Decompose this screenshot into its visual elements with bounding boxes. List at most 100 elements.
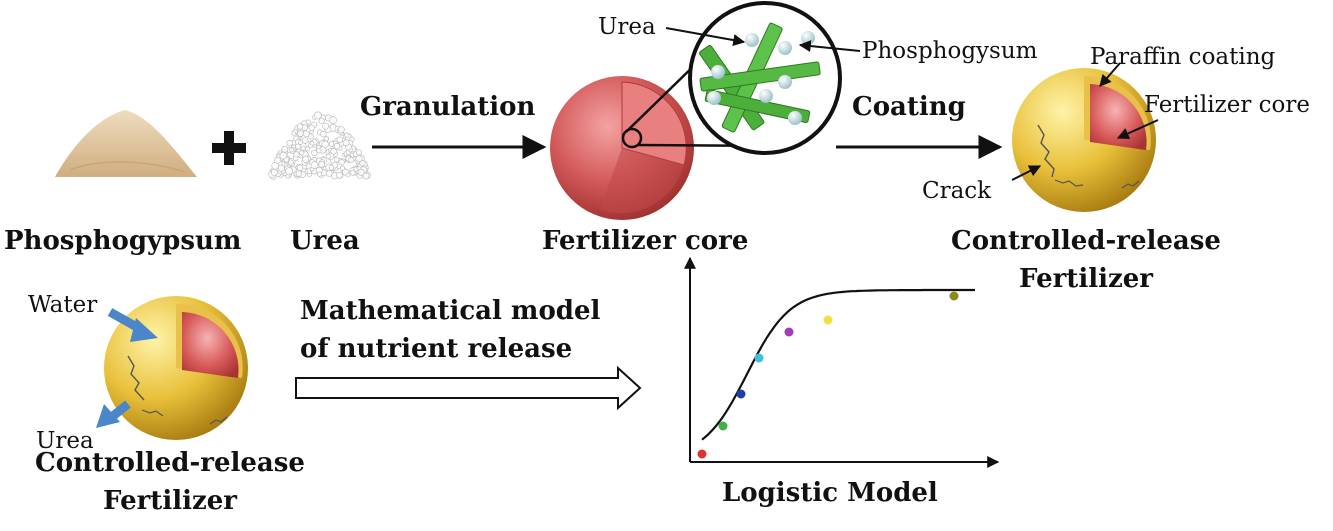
urea-granule	[330, 148, 337, 155]
urea-granule	[289, 147, 294, 153]
urea-granule	[286, 140, 293, 147]
urea-granule	[274, 156, 282, 164]
urea-granule	[305, 119, 311, 125]
zoom-circle	[688, 1, 842, 155]
zoom-urea-label: Urea	[598, 14, 656, 40]
urea-granule	[333, 143, 341, 150]
urea-granule	[277, 164, 285, 172]
urea-granule	[328, 141, 335, 147]
chart-point-4	[754, 353, 764, 363]
urea-granule	[292, 155, 299, 162]
urea-granule	[295, 143, 301, 150]
urea-granule	[355, 149, 363, 156]
urea-granule	[362, 172, 370, 180]
model-label-line2: of nutrient release	[300, 334, 573, 364]
urea-granule	[338, 159, 345, 166]
urea-granule	[336, 171, 343, 179]
phosphogypsum-callout-arrow	[798, 40, 861, 53]
urea-granule	[322, 122, 329, 130]
urea-granule	[301, 137, 309, 144]
chart-point-1	[697, 449, 707, 459]
urea-outflow-arrow-icon	[96, 400, 131, 428]
urea-molecules-icon	[707, 31, 815, 125]
crack-label: Crack	[922, 178, 992, 204]
coating-label: Coating	[852, 92, 966, 122]
logistic-model-label: Logistic Model	[722, 478, 938, 508]
phosphogypsum-pile-icon	[55, 110, 197, 177]
urea-granule	[329, 116, 338, 124]
urea-out-label: Urea	[36, 428, 94, 454]
urea-granule	[297, 130, 304, 137]
urea-granule	[279, 151, 288, 160]
urea-granule	[287, 159, 294, 166]
urea-granule	[345, 172, 351, 178]
zoom-phosphogypsum-label: Phosphogysum	[862, 38, 1038, 64]
urea-granule	[317, 171, 322, 177]
urea-granules-icon	[268, 111, 371, 180]
chart-point-7	[949, 291, 959, 301]
urea-granule	[328, 164, 335, 171]
urea-granule	[318, 117, 325, 124]
urea-granule	[285, 167, 293, 176]
urea-granule	[339, 165, 345, 171]
urea-granule	[357, 168, 365, 176]
phosphogypsum-label: Phosphogypsum	[4, 226, 242, 256]
urea-granule	[281, 145, 289, 153]
chart-point-6	[823, 315, 833, 325]
urea-granule	[307, 133, 314, 140]
fertilizer-core-label: Fertilizer core	[542, 226, 749, 256]
urea-granule	[311, 149, 318, 156]
paraffin-callout-arrow	[1099, 62, 1121, 87]
urea-granule	[318, 161, 326, 168]
urea-granule	[359, 160, 366, 167]
urea-granule	[291, 131, 297, 136]
urea-granule	[296, 164, 304, 172]
urea-granule	[296, 123, 304, 130]
fertilizer-core-sphere-icon	[550, 76, 694, 220]
urea-granule	[316, 148, 322, 154]
urea-granule	[308, 124, 315, 131]
water-inflow-arrow-icon	[107, 308, 158, 342]
logistic-chart	[684, 256, 1000, 468]
chart-point-2	[718, 421, 728, 431]
urea-granule	[309, 141, 315, 146]
model-label-line1: Mathematical model	[300, 296, 601, 326]
urea-granule	[297, 139, 303, 145]
urea-granule	[348, 156, 354, 163]
urea-granule	[299, 150, 305, 156]
core-callout-arrow	[1116, 119, 1159, 140]
urea-granule	[344, 132, 350, 138]
urea-granule	[295, 170, 302, 177]
water-label: Water	[28, 292, 98, 318]
logistic-curve	[701, 288, 975, 441]
urea-granule	[310, 161, 319, 169]
urea-granule	[321, 140, 329, 149]
crack-callout-arrow	[1011, 165, 1042, 181]
crf-top-line2: Fertilizer	[1019, 264, 1153, 294]
urea-granule	[326, 153, 332, 159]
crf-bottom-line2: Fertilizer	[103, 486, 237, 516]
fertilizer-core-callout-label: Fertilizer core	[1144, 92, 1310, 118]
urea-granule	[300, 145, 306, 151]
urea-granule	[336, 136, 343, 143]
urea-granule	[270, 168, 278, 176]
urea-granule	[302, 155, 310, 163]
granulation-label: Granulation	[360, 92, 536, 122]
controlled-release-fertilizer-sphere-icon	[1012, 68, 1156, 212]
chart-point-3	[736, 389, 746, 399]
crf-top-line1: Controlled-release	[951, 226, 1221, 256]
urea-granule	[337, 126, 345, 134]
paraffin-coating-label: Paraffin coating	[1090, 44, 1276, 70]
urea-granule	[353, 166, 359, 172]
urea-granule	[334, 157, 340, 163]
urea-granule	[320, 131, 327, 138]
urea-callout-arrow	[665, 27, 746, 46]
urea-label: Urea	[290, 226, 360, 256]
chart-point-5	[784, 327, 794, 337]
urea-granule	[313, 111, 322, 120]
urea-granule	[325, 169, 333, 177]
model-arrow	[295, 365, 642, 411]
plus-icon	[212, 131, 246, 165]
